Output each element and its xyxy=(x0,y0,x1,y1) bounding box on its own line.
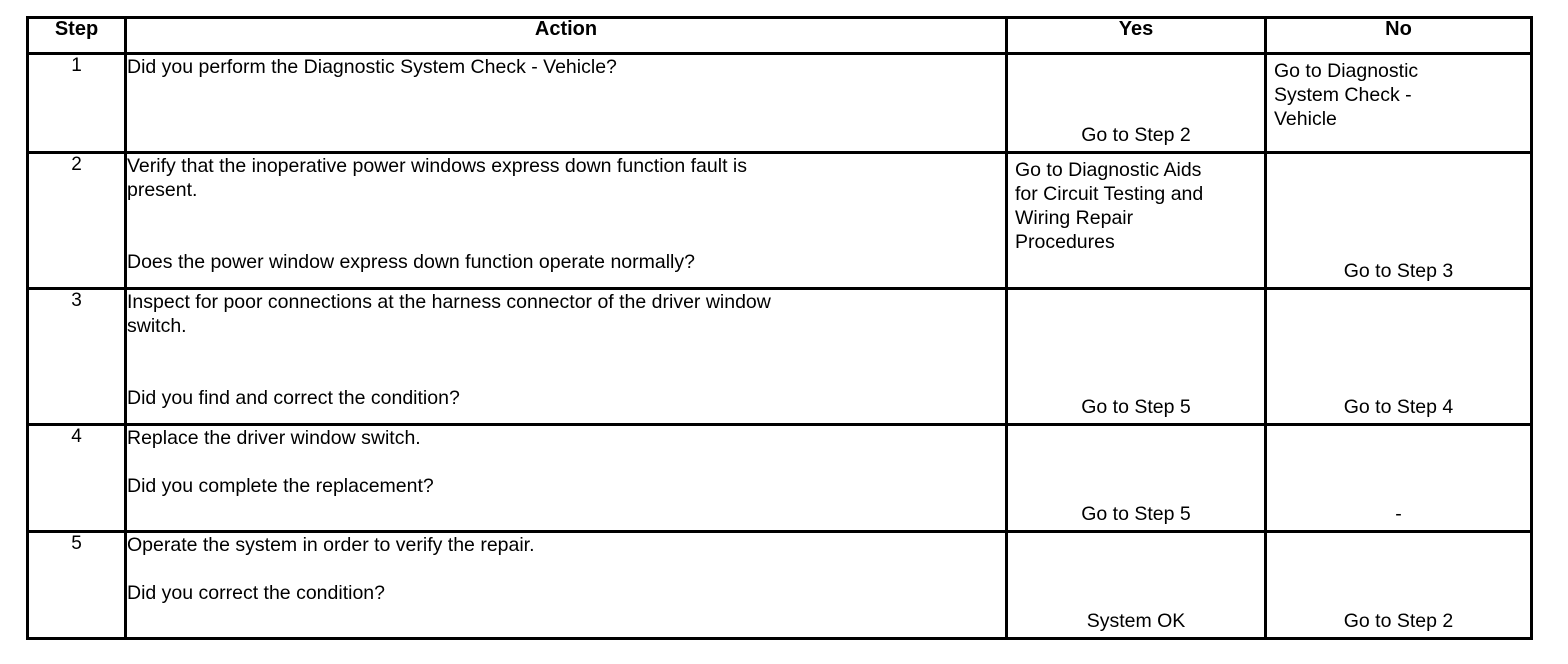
cell-action-text: Verify that the inoperative power window… xyxy=(124,151,1008,290)
cell-yes-answer: Go to Step 5 xyxy=(1005,423,1267,533)
cell-no-answer: - xyxy=(1264,423,1533,533)
cell-action-text: Did you perform the Diagnostic System Ch… xyxy=(124,52,1008,154)
action-blank-line xyxy=(127,338,1005,362)
answer-line: Go to Diagnostic xyxy=(1274,60,1419,82)
cell-no-answer: Go to Step 2 xyxy=(1264,530,1533,640)
answer-text-block: Go to Step 2 xyxy=(1008,123,1264,147)
answer-line: Vehicle xyxy=(1274,108,1337,130)
answer-line: Go to Step 4 xyxy=(1343,396,1454,418)
answer-line: for Circuit Testing and xyxy=(1015,183,1204,205)
action-line: Replace the driver window switch. xyxy=(127,427,421,449)
action-line: Operate the system in order to verify th… xyxy=(127,534,535,556)
answer-line: Go to Diagnostic Aids xyxy=(1015,159,1202,181)
answer-text-block: Go to Step 3 xyxy=(1267,259,1530,283)
column-header-yes: Yes xyxy=(1005,16,1267,55)
answer-line: Go to Step 2 xyxy=(1343,610,1454,632)
answer-line: Go to Step 5 xyxy=(1081,396,1191,418)
answer-text-block: Go to Step 4 xyxy=(1267,395,1530,419)
action-blank-line xyxy=(127,226,1005,250)
cell-action-text: Operate the system in order to verify th… xyxy=(124,530,1008,640)
cell-step-number: 5 xyxy=(26,530,127,640)
cell-step-number: 4 xyxy=(26,423,127,533)
action-line: Did you find and correct the condition? xyxy=(127,387,460,409)
table-header-row: Step Action Yes No xyxy=(26,16,1533,55)
answer-line: - xyxy=(1395,503,1402,525)
answer-text-block: Go to Step 5 xyxy=(1008,395,1264,419)
action-line: Did you complete the replacement? xyxy=(127,475,434,497)
cell-step-number: 1 xyxy=(26,52,127,154)
answer-text-block: System OK xyxy=(1008,609,1264,633)
action-line: Verify that the inoperative power window… xyxy=(127,155,748,177)
action-line: Does the power window express down funct… xyxy=(127,251,695,273)
answer-line: Go to Step 3 xyxy=(1343,260,1454,282)
cell-action-text: Replace the driver window switch. Did you… xyxy=(124,423,1008,533)
cell-yes-answer: System OK xyxy=(1005,530,1267,640)
answer-text-block: - xyxy=(1267,502,1530,526)
cell-step-number: 2 xyxy=(26,151,127,290)
cell-yes-answer: Go to Step 5 xyxy=(1005,287,1267,426)
action-line: present. xyxy=(127,179,198,201)
cell-no-answer: Go to Step 4 xyxy=(1264,287,1533,426)
answer-text-block: Go to Step 2 xyxy=(1267,609,1530,633)
answer-line: System OK xyxy=(1086,610,1186,632)
column-header-no: No xyxy=(1264,16,1533,55)
answer-text-block: Go to Step 5 xyxy=(1008,502,1264,526)
cell-step-number: 3 xyxy=(26,287,127,426)
table-header: Step Action Yes No xyxy=(26,16,1533,55)
answer-line: Go to Step 5 xyxy=(1081,503,1191,525)
column-header-action: Action xyxy=(124,16,1008,55)
answer-line: System Check - xyxy=(1274,84,1412,106)
cell-action-text: Inspect for poor connections at the harn… xyxy=(124,287,1008,426)
action-blank-line xyxy=(127,362,1005,386)
action-line: Inspect for poor connections at the harn… xyxy=(127,291,771,313)
answer-line: Go to Step 2 xyxy=(1081,124,1191,146)
cell-no-answer: Go to Step 3 xyxy=(1264,151,1533,290)
cell-yes-answer: Go to Step 2 xyxy=(1005,52,1267,154)
answer-line: Procedures xyxy=(1015,231,1115,253)
action-line: Did you correct the condition? xyxy=(127,582,385,604)
action-line: Did you perform the Diagnostic System Ch… xyxy=(127,56,617,78)
action-blank-line xyxy=(127,450,1005,474)
column-header-step: Step xyxy=(26,16,127,55)
action-line: switch. xyxy=(127,315,187,337)
answer-line: Wiring Repair xyxy=(1015,207,1134,229)
action-blank-line xyxy=(127,202,1005,226)
action-blank-line xyxy=(127,557,1005,581)
